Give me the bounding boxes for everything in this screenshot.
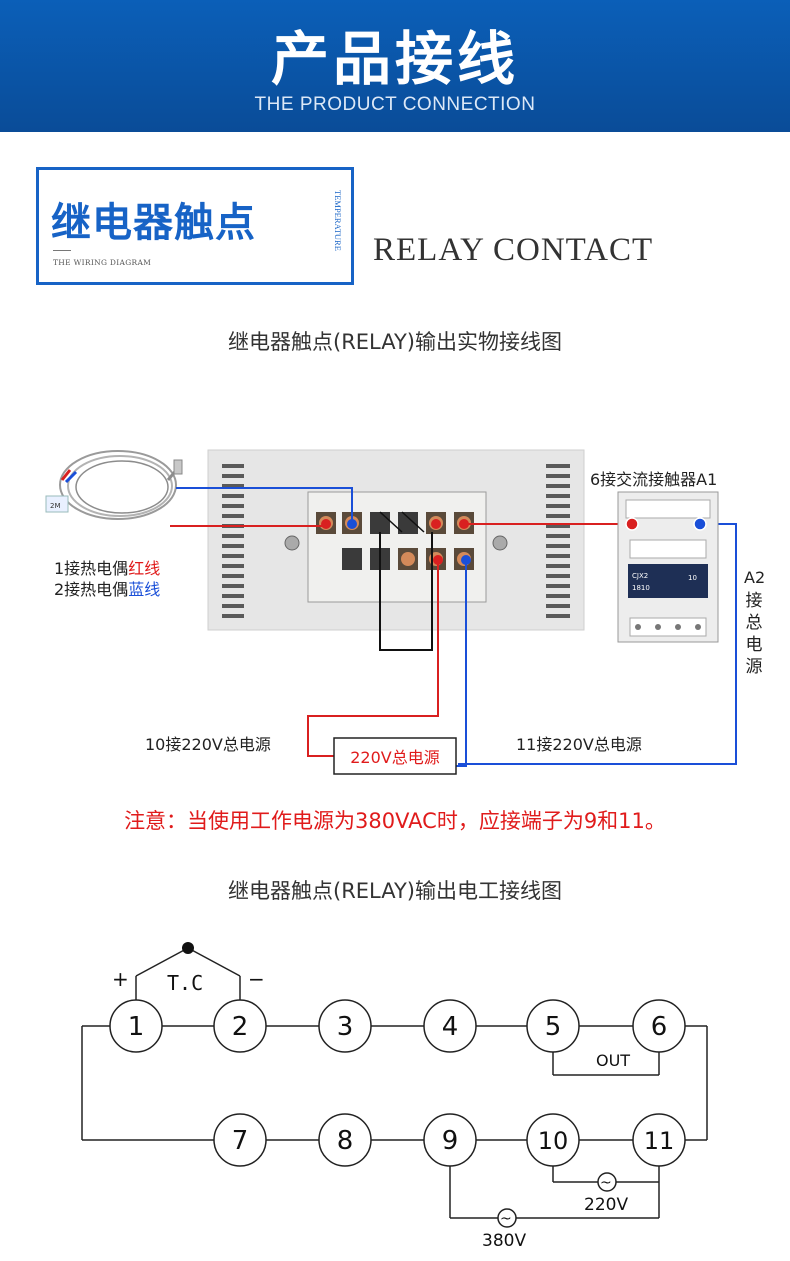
section-badge-subtitle: THE WIRING DIAGRAM	[53, 258, 152, 267]
mount-screw-left	[284, 535, 300, 551]
vent-slots-right	[546, 464, 570, 618]
terminal-2: 2	[213, 999, 267, 1053]
power-box-label: 220V总电源	[350, 748, 440, 767]
terminal-9-label: 9	[442, 1126, 459, 1156]
terminal-6: 6	[632, 999, 686, 1053]
contactor-rating: 10	[688, 574, 697, 582]
wire-power-10	[307, 560, 439, 757]
terminal-1-label: 1	[128, 1012, 145, 1042]
terminal-5: 5	[526, 999, 580, 1053]
thermocouple-image: 2M	[45, 450, 183, 520]
badge-divider	[53, 250, 71, 251]
contactor-image: CJX2 1810 10	[617, 491, 719, 643]
tc-blue-label: 2接热电偶蓝线	[54, 580, 161, 599]
jumper-wire	[379, 532, 433, 651]
terminal-9: 9	[423, 1113, 477, 1167]
left-power-label: 10接220V总电源	[145, 735, 271, 754]
terminal-4: 4	[423, 999, 477, 1053]
ac-symbol-220: ~	[600, 1175, 612, 1191]
power-box	[333, 737, 457, 775]
terminal-3-label: 3	[337, 1012, 354, 1042]
physical-diagram-caption: 继电器触点(RELAY)输出实物接线图	[228, 330, 562, 354]
terminal-8-label: 8	[337, 1126, 354, 1156]
terminal-5-label: 5	[545, 1012, 562, 1042]
terminals-top-row: 1 2 3 4 5 6	[109, 999, 686, 1053]
contactor-code: 1810	[632, 584, 650, 592]
wire-tc-blue	[176, 487, 353, 524]
voltage-380-label: 380V	[482, 1231, 526, 1251]
tc-minus: −	[248, 967, 265, 991]
terminal-2-label: 2	[232, 1012, 249, 1042]
mount-screw-right	[492, 535, 508, 551]
page-subtitle: THE PRODUCT CONNECTION	[254, 94, 536, 115]
ac-symbol-380: ~	[500, 1211, 512, 1227]
out-label: OUT	[596, 1051, 630, 1070]
tc-red-label: 1接热电偶红线	[54, 559, 161, 578]
section-badge: 继电器触点 THE WIRING DIAGRAM TEMPERATURE	[36, 167, 354, 285]
tc-junction-dot	[182, 942, 194, 954]
voltage-220-label: 220V	[584, 1195, 628, 1215]
tc-label: T.C	[167, 971, 203, 995]
terminal-11: 11	[632, 1113, 686, 1167]
section-title-en: RELAY CONTACT	[373, 232, 654, 268]
terminal-11-label: 11	[644, 1127, 675, 1155]
terminal-10-label: 10	[538, 1127, 569, 1155]
terminal-6-label: 6	[651, 1012, 668, 1042]
page-title: 产品接线	[270, 25, 519, 93]
terminal-8: 8	[318, 1113, 372, 1167]
header-banner	[0, 0, 790, 132]
thermocouple-tag-text: 2M	[50, 502, 61, 510]
section-badge-vertical-text: TEMPERATURE	[333, 190, 343, 251]
thermocouple-tag	[45, 495, 69, 513]
terminal-1: 1	[109, 999, 163, 1053]
physical-wiring-diagram: 2M	[45, 449, 737, 775]
section-badge-vertical: TEMPERATURE	[331, 190, 345, 272]
a2-label: A2	[744, 568, 766, 587]
terminal-block	[307, 491, 487, 603]
wire-power-11	[456, 560, 467, 767]
note-text: 注意：当使用工作电源为380VAC时，应接端子为9和11。	[124, 809, 666, 833]
contactor-title: 6接交流接触器A1	[590, 470, 718, 489]
terminal-10: 10	[526, 1113, 580, 1167]
tc-plus: +	[112, 967, 129, 991]
right-power-label: 11接220V总电源	[516, 735, 642, 754]
terminal-7-label: 7	[232, 1126, 249, 1156]
contactor-model: CJX2	[632, 572, 648, 580]
terminals-bottom-row: 7 8 9 10 11	[213, 1113, 686, 1167]
electrical-schematic: T.C + − OUT ~ ~ 220V 380V 1 2 3 4 5 6 7 …	[81, 942, 708, 1251]
terminal-7: 7	[213, 1113, 267, 1167]
terminal-3: 3	[318, 999, 372, 1053]
schematic-caption: 继电器触点(RELAY)输出电工接线图	[228, 879, 562, 903]
a2-vertical-label: 接总电源	[745, 591, 763, 677]
section-badge-title: 继电器触点	[51, 200, 256, 246]
terminal-4-label: 4	[442, 1012, 459, 1042]
